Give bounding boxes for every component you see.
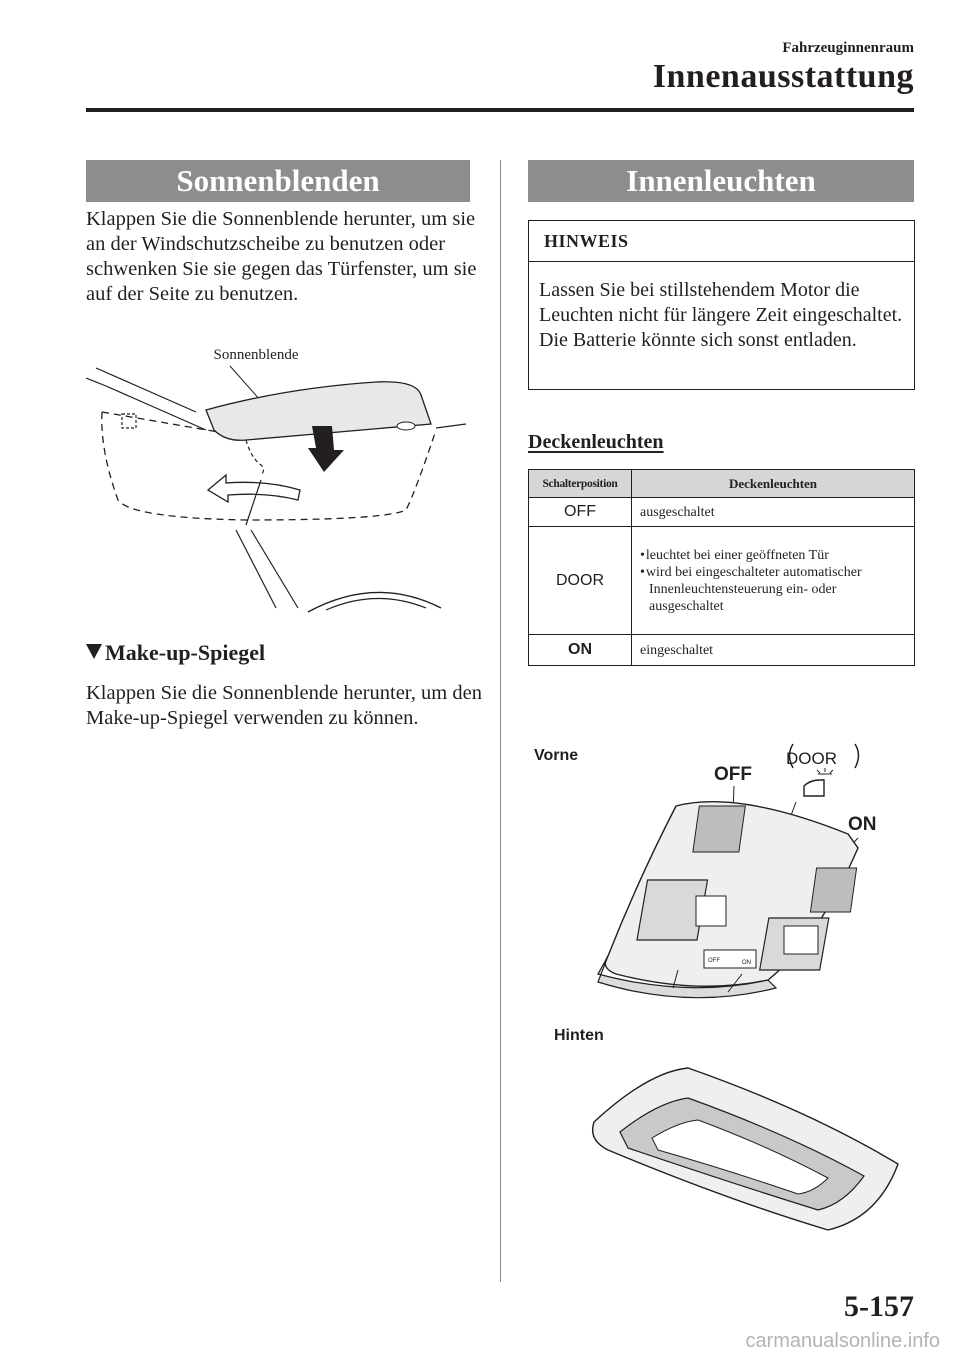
position-cell: OFF bbox=[528, 497, 632, 527]
note-heading: HINWEIS bbox=[529, 221, 914, 262]
on-label: ON bbox=[848, 814, 877, 835]
sun-visor-figure: Sonnenblende bbox=[86, 347, 467, 613]
innenleuchten-banner: Innenleuchten bbox=[528, 160, 914, 202]
table-row: DOOR leuchtet bei einer geöffneten Tür w… bbox=[528, 526, 915, 635]
watermark: carmanualsonline.info bbox=[745, 1330, 940, 1352]
column-divider bbox=[500, 160, 501, 1282]
position-cell: ON bbox=[528, 634, 632, 666]
table-row: OFF ausgeschaltet bbox=[528, 497, 915, 527]
front-label: Vorne bbox=[534, 747, 578, 764]
position-cell: DOOR bbox=[528, 526, 632, 635]
switch-position-table: Schalterposition Deckenleuchten OFF ausg… bbox=[528, 469, 915, 666]
table-row: ON eingeschaltet bbox=[528, 634, 915, 666]
description-cell: leuchtet bei einer geöffneten Tür wird b… bbox=[631, 526, 915, 635]
header-title: Innenausstattung bbox=[652, 58, 914, 95]
make-up-mirror-heading: Make-up-Spiegel bbox=[86, 640, 265, 666]
door-lamp-icon bbox=[803, 768, 834, 797]
sun-visor-label: Sonnenblende bbox=[214, 347, 299, 363]
sonnenblenden-paragraph: Klappen Sie die Sonnenblende herunter, u… bbox=[86, 208, 477, 305]
page-number: 5-157 bbox=[844, 1290, 914, 1323]
table-header-position: Schalterposition bbox=[528, 469, 632, 498]
off-label: OFF bbox=[714, 764, 752, 785]
header-rule bbox=[86, 108, 914, 112]
deckenleuchten-heading: Deckenleuchten bbox=[528, 431, 664, 453]
note-box: HINWEIS Lassen Sie bei stillstehendem Mo… bbox=[528, 220, 915, 390]
description-cell: ausgeschaltet bbox=[631, 497, 915, 527]
description-cell: eingeschaltet bbox=[631, 634, 915, 666]
sonnenblenden-banner: Sonnenblenden bbox=[86, 160, 470, 202]
header-section-label: Fahrzeuginnenraum bbox=[782, 40, 914, 56]
triangle-bullet-icon bbox=[86, 644, 102, 659]
list-item: wird bei eingeschalteter automatischer I… bbox=[640, 564, 906, 615]
table-header-lights: Deckenleuchten bbox=[631, 469, 915, 498]
switch-off-text: OFF bbox=[708, 958, 720, 964]
door-label: DOOR bbox=[786, 749, 837, 768]
switch-on-text: ON bbox=[742, 960, 751, 966]
table-header-row: Schalterposition Deckenleuchten bbox=[528, 469, 915, 498]
overhead-light-figure: Vorne OFF ON DOOR OFF ON Hinten bbox=[534, 743, 899, 1231]
note-text: Lassen Sie bei stillstehendem Motor die … bbox=[539, 279, 903, 351]
list-item: leuchtet bei einer geöffneten Tür bbox=[640, 547, 906, 564]
rear-label: Hinten bbox=[554, 1027, 604, 1044]
make-up-mirror-paragraph: Klappen Sie die Sonnenblende herunter, u… bbox=[86, 682, 482, 729]
